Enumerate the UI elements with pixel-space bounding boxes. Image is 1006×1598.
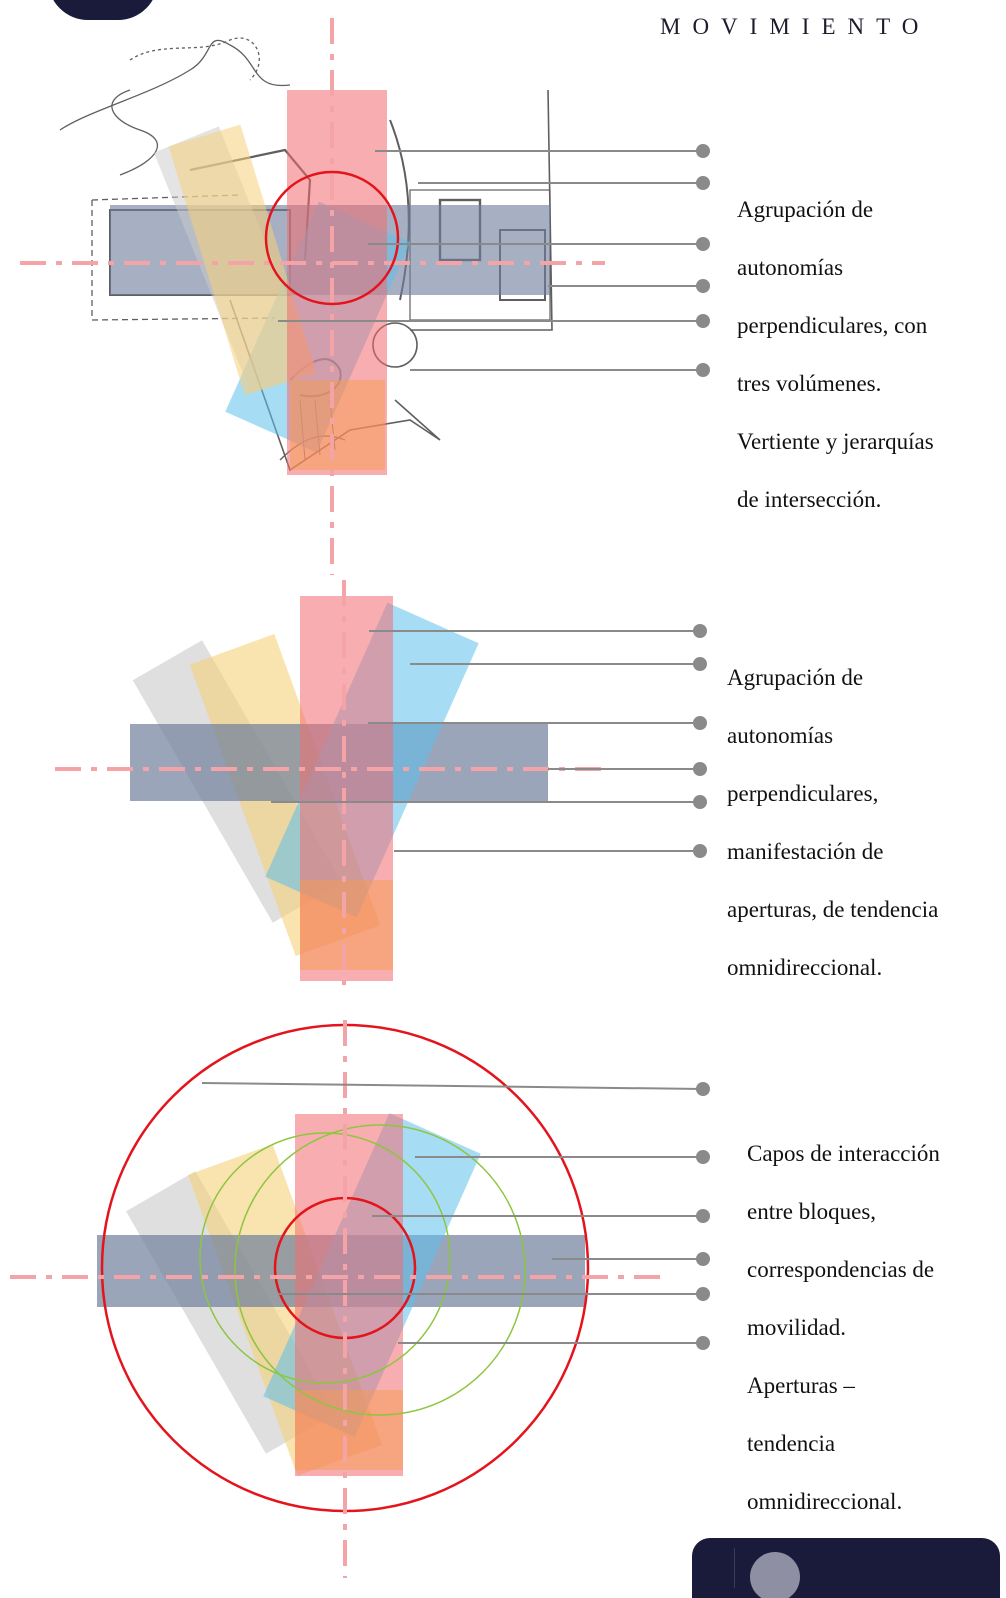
abstract-diagram-group [55, 580, 707, 985]
sketch-description-line: tres volúmenes. [737, 371, 882, 396]
fields-description-line: correspondencias de [747, 1257, 935, 1282]
sketch-description-line: perpendiculares, con [737, 313, 928, 338]
diagram-description-line: omnidireccional. [727, 955, 883, 980]
fields-description-line: tendencia [747, 1431, 836, 1456]
profile-card-icon[interactable] [692, 1538, 1000, 1598]
sketch-leader-dots [696, 144, 710, 377]
sketch-description-line: Agrupación de [737, 197, 874, 222]
sketch-description: Agrupación de autonomías perpendiculares… [737, 166, 1002, 543]
profile-card-divider [734, 1548, 735, 1588]
sketch-description-line: de intersección. [737, 487, 882, 512]
fields-description-line: movilidad. [747, 1315, 847, 1340]
fields-description-line: omnidireccional. [747, 1489, 903, 1514]
sketch-description-line: Vertiente y jerarquías [737, 429, 934, 454]
fields-green-circle-left [199, 1132, 451, 1384]
sketch-orange-volume [290, 380, 385, 470]
top-badge-icon [48, 0, 158, 20]
fields-green-circle-right [234, 1124, 526, 1416]
fields-description-line: entre bloques, [747, 1199, 877, 1224]
fields-leader-dots [696, 1082, 710, 1350]
fields-description-line: Aperturas – [747, 1373, 855, 1398]
fields-description: Capos de interacción entre bloques, corr… [747, 1110, 1002, 1545]
diagram-description-line: manifestación de [727, 839, 884, 864]
diagram-description-line: Agrupación de [727, 665, 864, 690]
sketch-leader-lines [278, 150, 703, 371]
fields-leader-lines [201, 1082, 704, 1344]
fields-diagram-group [10, 1020, 710, 1578]
fields-orange-volume [295, 1390, 403, 1470]
diagram-description: Agrupación de autonomías perpendiculares… [727, 634, 1002, 1011]
diagram-description-line: perpendiculares, [727, 781, 879, 806]
page-title: MOVIMIENTO [660, 14, 931, 39]
sketch-plan-group [20, 18, 710, 575]
diagram-description-line: aperturas, de tendencia [727, 897, 939, 922]
sketch-center-circle [264, 170, 400, 306]
sketch-yellow-volume [168, 124, 317, 396]
diagram-description-line: autonomías [727, 723, 834, 748]
diagram-orange-volume [300, 880, 393, 970]
diagram-leader-lines [271, 630, 700, 852]
diagram-leader-dots [693, 624, 707, 858]
sketch-description-line: autonomías [737, 255, 844, 280]
avatar [750, 1552, 800, 1598]
fields-description-line: Capos de interacción [747, 1141, 940, 1166]
